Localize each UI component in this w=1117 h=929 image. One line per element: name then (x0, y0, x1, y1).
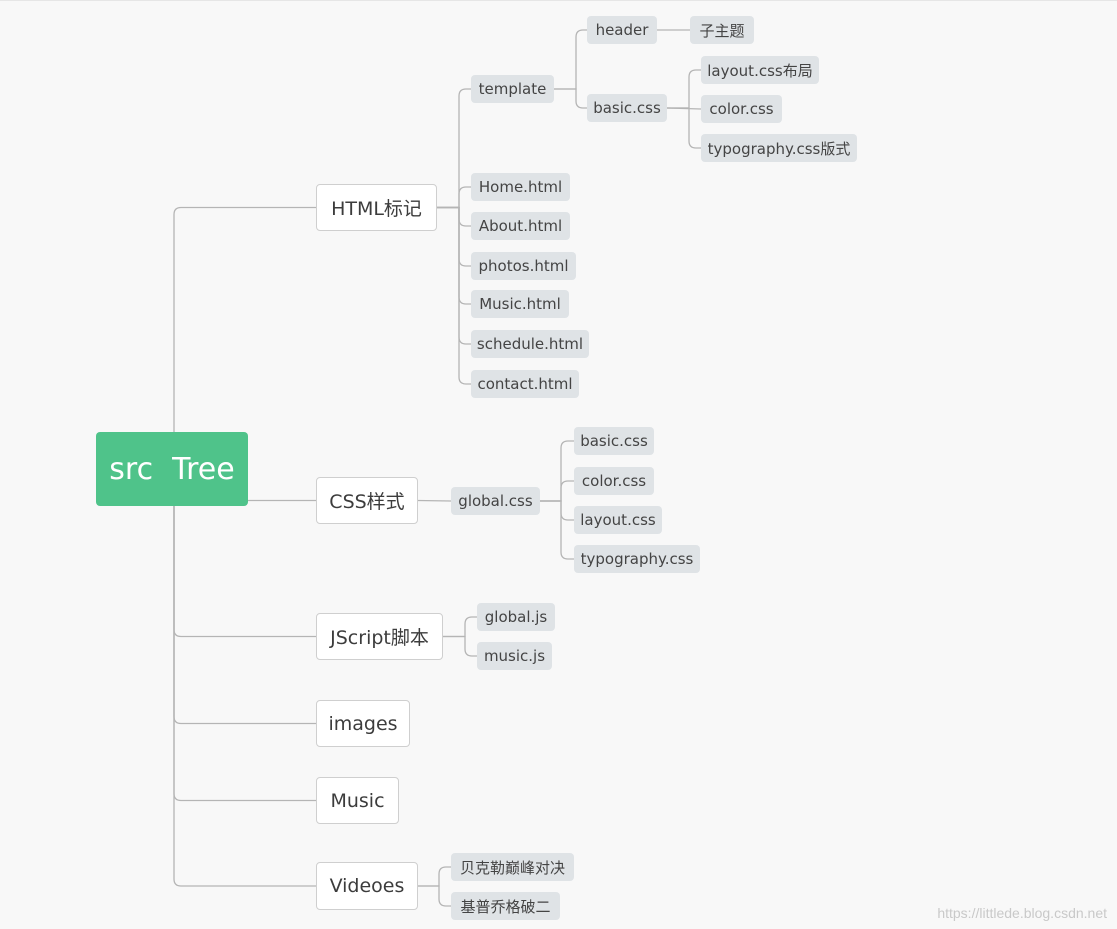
connector-node-template-to-node-header (554, 29, 587, 90)
branch-videoes[interactable]: Videoes (316, 862, 418, 910)
branch-music-label: Music (330, 789, 385, 812)
node-video-bekele[interactable]: 贝克勒巅峰对决 (451, 853, 574, 881)
connector-root-node-src-tree-to-branch-music (173, 506, 316, 802)
node-video-kipchoge[interactable]: 基普乔格破二 (451, 892, 560, 920)
root-node-src-tree[interactable]: src Tree (96, 432, 248, 506)
node-photos-html-label: photos.html (478, 257, 569, 275)
node-typography-css-label: typography.css (580, 550, 694, 568)
node-color-css[interactable]: color.css (574, 467, 654, 495)
connector-branch-html-to-node-schedule-html (437, 206, 471, 345)
connector-branch-html-to-node-about-html (437, 206, 471, 227)
node-music-html[interactable]: Music.html (471, 290, 569, 318)
node-home-html-label: Home.html (478, 178, 563, 196)
connector-branch-css-to-node-global-css (417, 499, 452, 502)
node-template-color-css-label: color.css (709, 100, 774, 118)
node-template-basic-css-label: basic.css (593, 99, 661, 117)
node-global-js[interactable]: global.js (477, 603, 555, 631)
node-schedule-html-label: schedule.html (476, 335, 584, 353)
branch-videoes-label: Videoes (329, 875, 405, 897)
connector-branch-html-to-node-home-html (437, 186, 471, 209)
connector-branch-html-to-node-photos-html (437, 206, 471, 267)
branch-jscript[interactable]: JScript脚本 (316, 613, 443, 660)
connector-branch-videoes-to-node-video-bekele (418, 866, 451, 887)
connector-branch-html-to-node-music-html (437, 206, 471, 305)
connector-branch-html-to-node-contact-html (437, 206, 471, 385)
connector-node-global-css-to-node-layout-css (540, 500, 574, 521)
node-subtopic[interactable]: 子主题 (690, 16, 754, 44)
node-template-color-css[interactable]: color.css (701, 95, 782, 123)
node-about-html[interactable]: About.html (471, 212, 570, 240)
branch-html-label: HTML标记 (331, 198, 422, 220)
node-video-bekele-label: 贝克勒巅峰对决 (459, 858, 565, 877)
branch-css[interactable]: CSS样式 (316, 477, 418, 524)
node-contact-html-label: contact.html (477, 375, 573, 393)
branch-css-label: CSS样式 (329, 491, 405, 513)
connector-root-node-src-tree-to-branch-videoes (173, 506, 316, 887)
connector-node-global-css-to-node-color-css (540, 480, 574, 502)
node-typography-css[interactable]: typography.css (574, 545, 700, 573)
branch-jscript-label: JScript脚本 (330, 627, 429, 649)
node-about-html-label: About.html (478, 217, 563, 235)
connector-node-template-basic-css-to-node-layout-css-layout (667, 69, 701, 109)
node-layout-css[interactable]: layout.css (574, 506, 662, 534)
node-video-kipchoge-label: 基普乔格破二 (460, 897, 551, 916)
node-home-html[interactable]: Home.html (471, 173, 570, 201)
node-contact-html[interactable]: contact.html (471, 370, 579, 398)
connector-node-global-css-to-node-typography-css (540, 500, 574, 560)
node-template-label: template (478, 80, 547, 98)
node-layout-css-layout-label: layout.css布局 (707, 61, 813, 80)
connector-node-global-css-to-node-basic-css (540, 440, 574, 502)
connector-branch-jscript-to-node-music-js (443, 635, 477, 657)
branch-music[interactable]: Music (316, 777, 399, 824)
node-layout-css-label: layout.css (580, 511, 656, 529)
node-schedule-html[interactable]: schedule.html (471, 330, 589, 358)
connector-branch-html-to-node-template (437, 88, 471, 209)
branch-images[interactable]: images (316, 700, 410, 747)
node-template-basic-css[interactable]: basic.css (587, 94, 667, 122)
node-basic-css[interactable]: basic.css (574, 427, 654, 455)
node-typography-css-layout-label: typography.css版式 (707, 139, 851, 158)
top-border (0, 0, 1117, 1)
node-global-js-label: global.js (484, 608, 548, 626)
node-global-css-label: global.css (458, 492, 533, 510)
node-color-css-label: color.css (581, 472, 647, 490)
node-basic-css-label: basic.css (580, 432, 648, 450)
connector-node-template-to-node-template-basic-css (554, 88, 587, 109)
node-header-label: header (595, 21, 649, 39)
root-node-label: src Tree (109, 451, 235, 487)
node-layout-css-layout[interactable]: layout.css布局 (701, 56, 819, 84)
node-template[interactable]: template (471, 75, 554, 103)
node-music-js-label: music.js (483, 647, 546, 665)
node-photos-html[interactable]: photos.html (471, 252, 576, 280)
connector-root-node-src-tree-to-branch-jscript (173, 506, 316, 638)
connector-root-node-src-tree-to-branch-html (173, 206, 316, 432)
node-music-js[interactable]: music.js (477, 642, 552, 670)
node-header[interactable]: header (587, 16, 657, 44)
connector-branch-videoes-to-node-video-kipchoge (418, 885, 451, 907)
node-subtopic-label: 子主题 (699, 21, 745, 40)
node-global-css[interactable]: global.css (451, 487, 540, 515)
connector-node-template-basic-css-to-node-typography-css-layout (667, 107, 701, 149)
connector-root-node-src-tree-to-branch-images (173, 506, 316, 725)
watermark: https://littlede.blog.csdn.net (937, 905, 1107, 921)
node-music-html-label: Music.html (479, 295, 561, 313)
branch-html[interactable]: HTML标记 (316, 184, 437, 231)
branch-images-label: images (328, 712, 398, 735)
connector-branch-jscript-to-node-global-js (443, 616, 477, 638)
node-typography-css-layout[interactable]: typography.css版式 (701, 134, 857, 162)
